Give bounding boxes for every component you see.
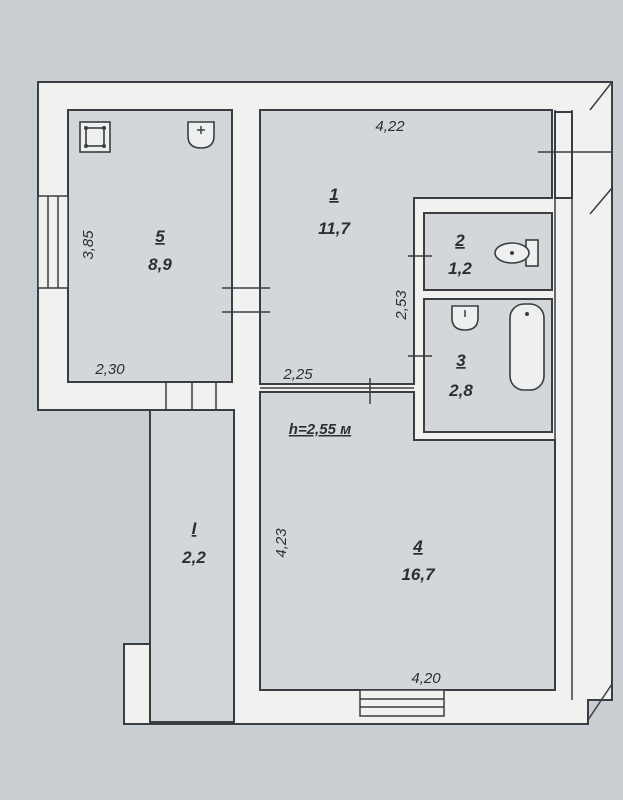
room-3-area: 2,8 <box>448 381 473 400</box>
dim-room4-width: 4,20 <box>411 670 441 687</box>
sink-icon <box>451 305 479 331</box>
dim-room5-height: 3,85 <box>80 230 97 260</box>
window-icon <box>359 689 445 717</box>
dim-bath-height: 2,53 <box>393 290 410 321</box>
break-line <box>587 683 613 721</box>
room-I <box>149 409 235 723</box>
door-icon <box>408 255 432 357</box>
room-I-number: I <box>192 519 198 538</box>
ceiling-height-label: h=2,55 м <box>289 421 351 438</box>
room-4-number: 4 <box>412 537 423 556</box>
room-5-number: 5 <box>155 227 165 246</box>
room-I-area: 2,2 <box>181 548 206 567</box>
bathtub-icon <box>509 303 545 391</box>
stove-icon <box>79 121 111 153</box>
wall-niche <box>554 111 573 199</box>
break-line <box>589 81 613 111</box>
dim-room4-height: 4,23 <box>273 528 290 558</box>
room-5-area: 8,9 <box>148 255 172 274</box>
break-line <box>589 187 613 215</box>
toilet-icon <box>494 239 539 267</box>
room-2-number: 2 <box>454 231 465 250</box>
dim-room1-width: 4,22 <box>375 118 405 135</box>
door-icon <box>165 382 217 410</box>
sink-icon <box>187 121 215 149</box>
room-2-area: 1,2 <box>448 259 472 278</box>
dim-room5-width: 2,30 <box>94 361 125 378</box>
door-icon <box>222 287 270 313</box>
dim-room1-bottom: 2,25 <box>282 366 313 383</box>
room-1-number: 1 <box>329 185 338 204</box>
window-icon <box>37 195 69 289</box>
room-4-area: 16,7 <box>401 565 436 584</box>
room-3-number: 3 <box>456 351 466 370</box>
room-5 <box>67 109 233 383</box>
room-1-area: 11,7 <box>318 219 351 238</box>
room-1 <box>259 109 553 385</box>
